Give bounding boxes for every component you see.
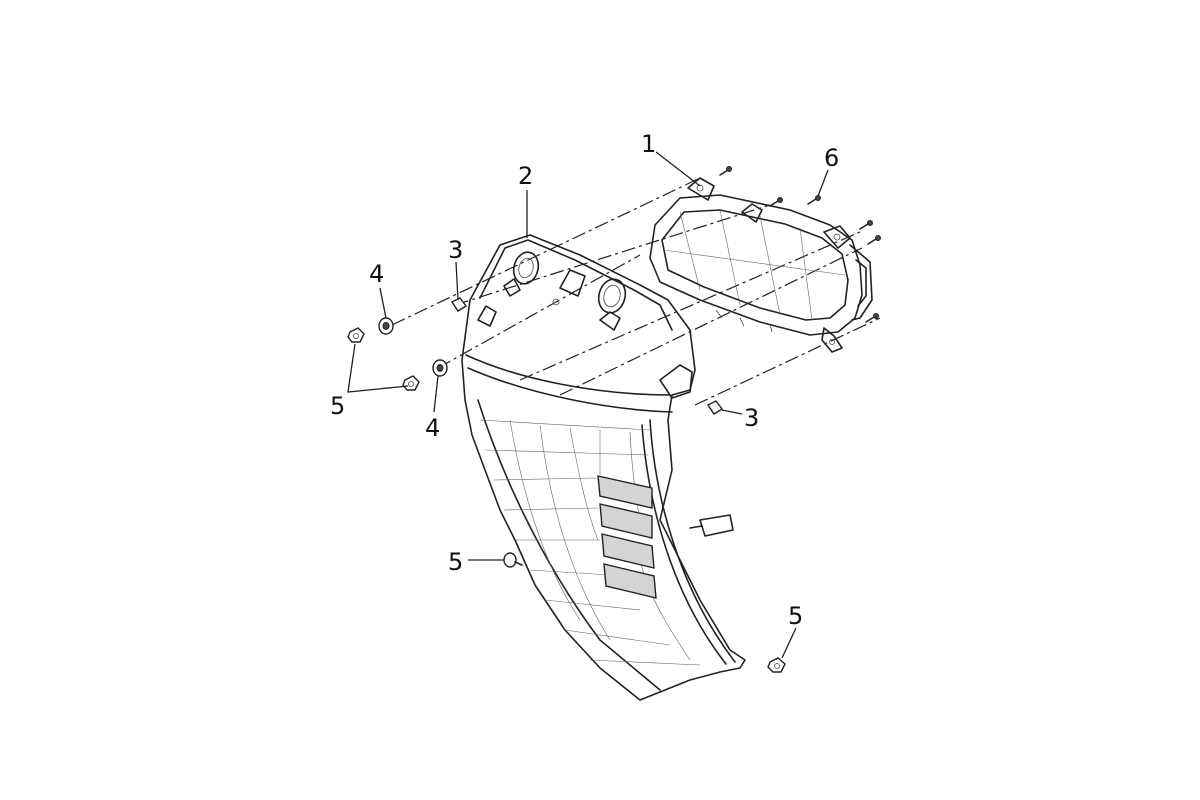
front-cover-panel bbox=[461, 234, 746, 701]
grommets bbox=[378, 317, 448, 377]
callout-labels: 1 2 3 3 4 4 5 5 5 6 bbox=[330, 130, 839, 630]
callout-1: 1 bbox=[641, 130, 656, 158]
callout-4-lower: 4 bbox=[425, 414, 440, 442]
callout-5-middle: 5 bbox=[448, 548, 463, 576]
callout-3-lower: 3 bbox=[744, 404, 759, 432]
callout-5-bottom: 5 bbox=[788, 602, 803, 630]
headlight-unit bbox=[649, 177, 873, 353]
screws bbox=[719, 166, 881, 323]
callout-2: 2 bbox=[518, 162, 533, 190]
bolts bbox=[347, 327, 786, 673]
callout-4-upper: 4 bbox=[369, 260, 384, 288]
callout-3-upper: 3 bbox=[448, 236, 463, 264]
callout-6: 6 bbox=[824, 144, 839, 172]
assembly-guide-lines bbox=[391, 177, 881, 406]
leader-lines bbox=[347, 151, 829, 659]
clip-nuts bbox=[450, 297, 724, 415]
callout-5-left: 5 bbox=[330, 392, 345, 420]
